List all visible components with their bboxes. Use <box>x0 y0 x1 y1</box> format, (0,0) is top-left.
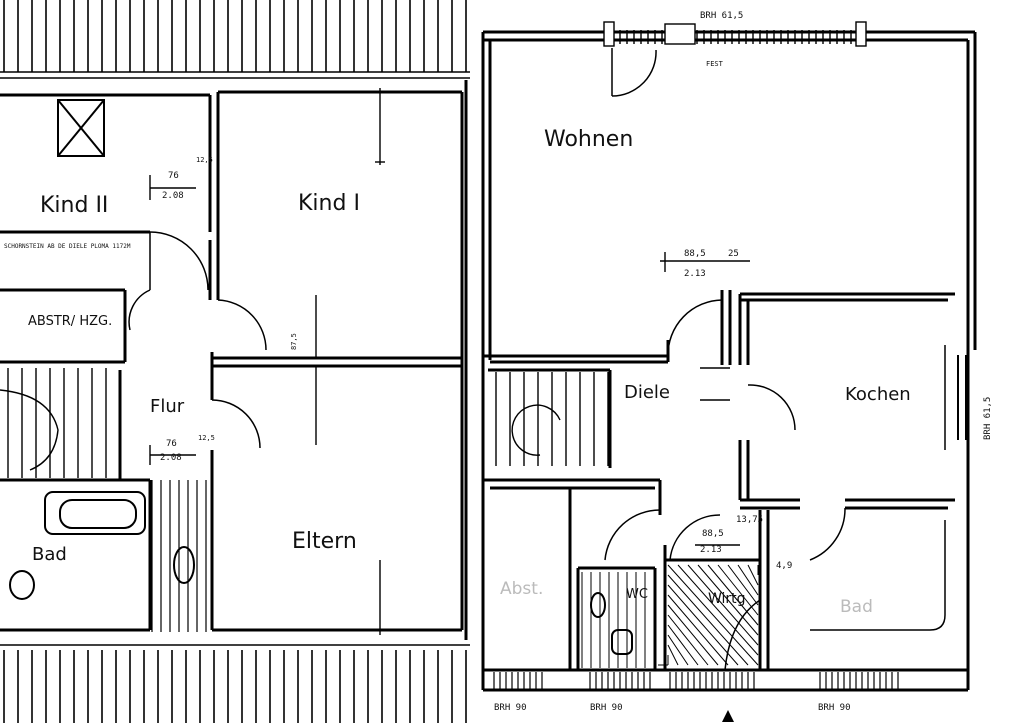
room-label-wirtschaft: Wirtg <box>708 591 746 607</box>
doors-right <box>604 48 846 671</box>
wc-hatching <box>581 572 646 668</box>
dim-885-c: 88,5 <box>702 529 724 539</box>
dim-885-a: 88,5 <box>684 249 706 259</box>
staircase-left <box>0 368 107 478</box>
dim-76-a: 76 <box>168 171 179 181</box>
faint-label-right: Bad <box>840 597 873 617</box>
utility-floor-pattern <box>658 564 759 666</box>
kitchen-counter <box>810 345 946 631</box>
skylight <box>57 99 105 157</box>
window-right <box>957 355 967 440</box>
room-label-diele: Diele <box>624 382 670 403</box>
wc-fixtures <box>590 592 633 655</box>
brh-bottom-label-3: BRH 90 <box>818 703 851 713</box>
sink-left <box>9 570 35 600</box>
brh-bottom-label-2: BRH 90 <box>590 703 623 713</box>
doors-left <box>128 231 267 449</box>
dim-125-b: 12,5 <box>198 434 215 442</box>
dim-213-c: 2.13 <box>700 545 722 555</box>
windows-bottom <box>493 672 899 690</box>
roof-hatching-bottom <box>0 644 470 723</box>
walls-left <box>0 80 468 640</box>
fest-label: FEST <box>706 60 724 68</box>
dimension-lines-right <box>660 252 750 546</box>
room-label-flur: Flur <box>150 396 185 417</box>
bad-hatching <box>151 480 207 632</box>
brh-top-label: BRH 61,5 <box>700 11 743 21</box>
walls-right <box>481 30 977 692</box>
room-label-kind1: Kind I <box>298 191 360 216</box>
room-label-abstell: ABSTR/ HZG. <box>28 314 112 329</box>
dim-1375: 13,75 <box>736 515 763 525</box>
dim-875: 87,5 <box>290 333 298 350</box>
toilet-left <box>173 546 195 584</box>
note-kind2: SCHORNSTEIN AB DE DIELE PLOMA 1172M <box>4 243 131 250</box>
room-label-kochen: Kochen <box>845 384 911 405</box>
room-label-wc: WC <box>626 587 648 602</box>
brh-bottom-label-1: BRH 90 <box>494 703 527 713</box>
dim-25: 25 <box>728 249 739 259</box>
dim-49: 4,9 <box>776 561 792 571</box>
north-arrow <box>722 710 734 722</box>
dim-208-a: 2.08 <box>162 191 184 201</box>
dimension-lines-left <box>149 88 385 635</box>
faint-label-left: Abst. <box>500 579 543 599</box>
dim-125-a: 12,5 <box>196 156 213 164</box>
roof-hatching-top <box>0 0 470 79</box>
room-label-eltern: Eltern <box>292 529 357 554</box>
room-label-kind2: Kind II <box>40 193 108 218</box>
windows-top <box>603 21 867 47</box>
dim-213-a: 2.13 <box>684 269 706 279</box>
staircase-right <box>495 372 609 466</box>
dim-208-b: 2.08 <box>160 453 182 463</box>
room-label-wohnen: Wohnen <box>544 127 633 152</box>
room-label-bad: Bad <box>32 544 67 565</box>
dim-76-b: 76 <box>166 439 177 449</box>
brh-right-label: BRH 61,5 <box>983 397 993 440</box>
bathtub <box>44 491 146 535</box>
